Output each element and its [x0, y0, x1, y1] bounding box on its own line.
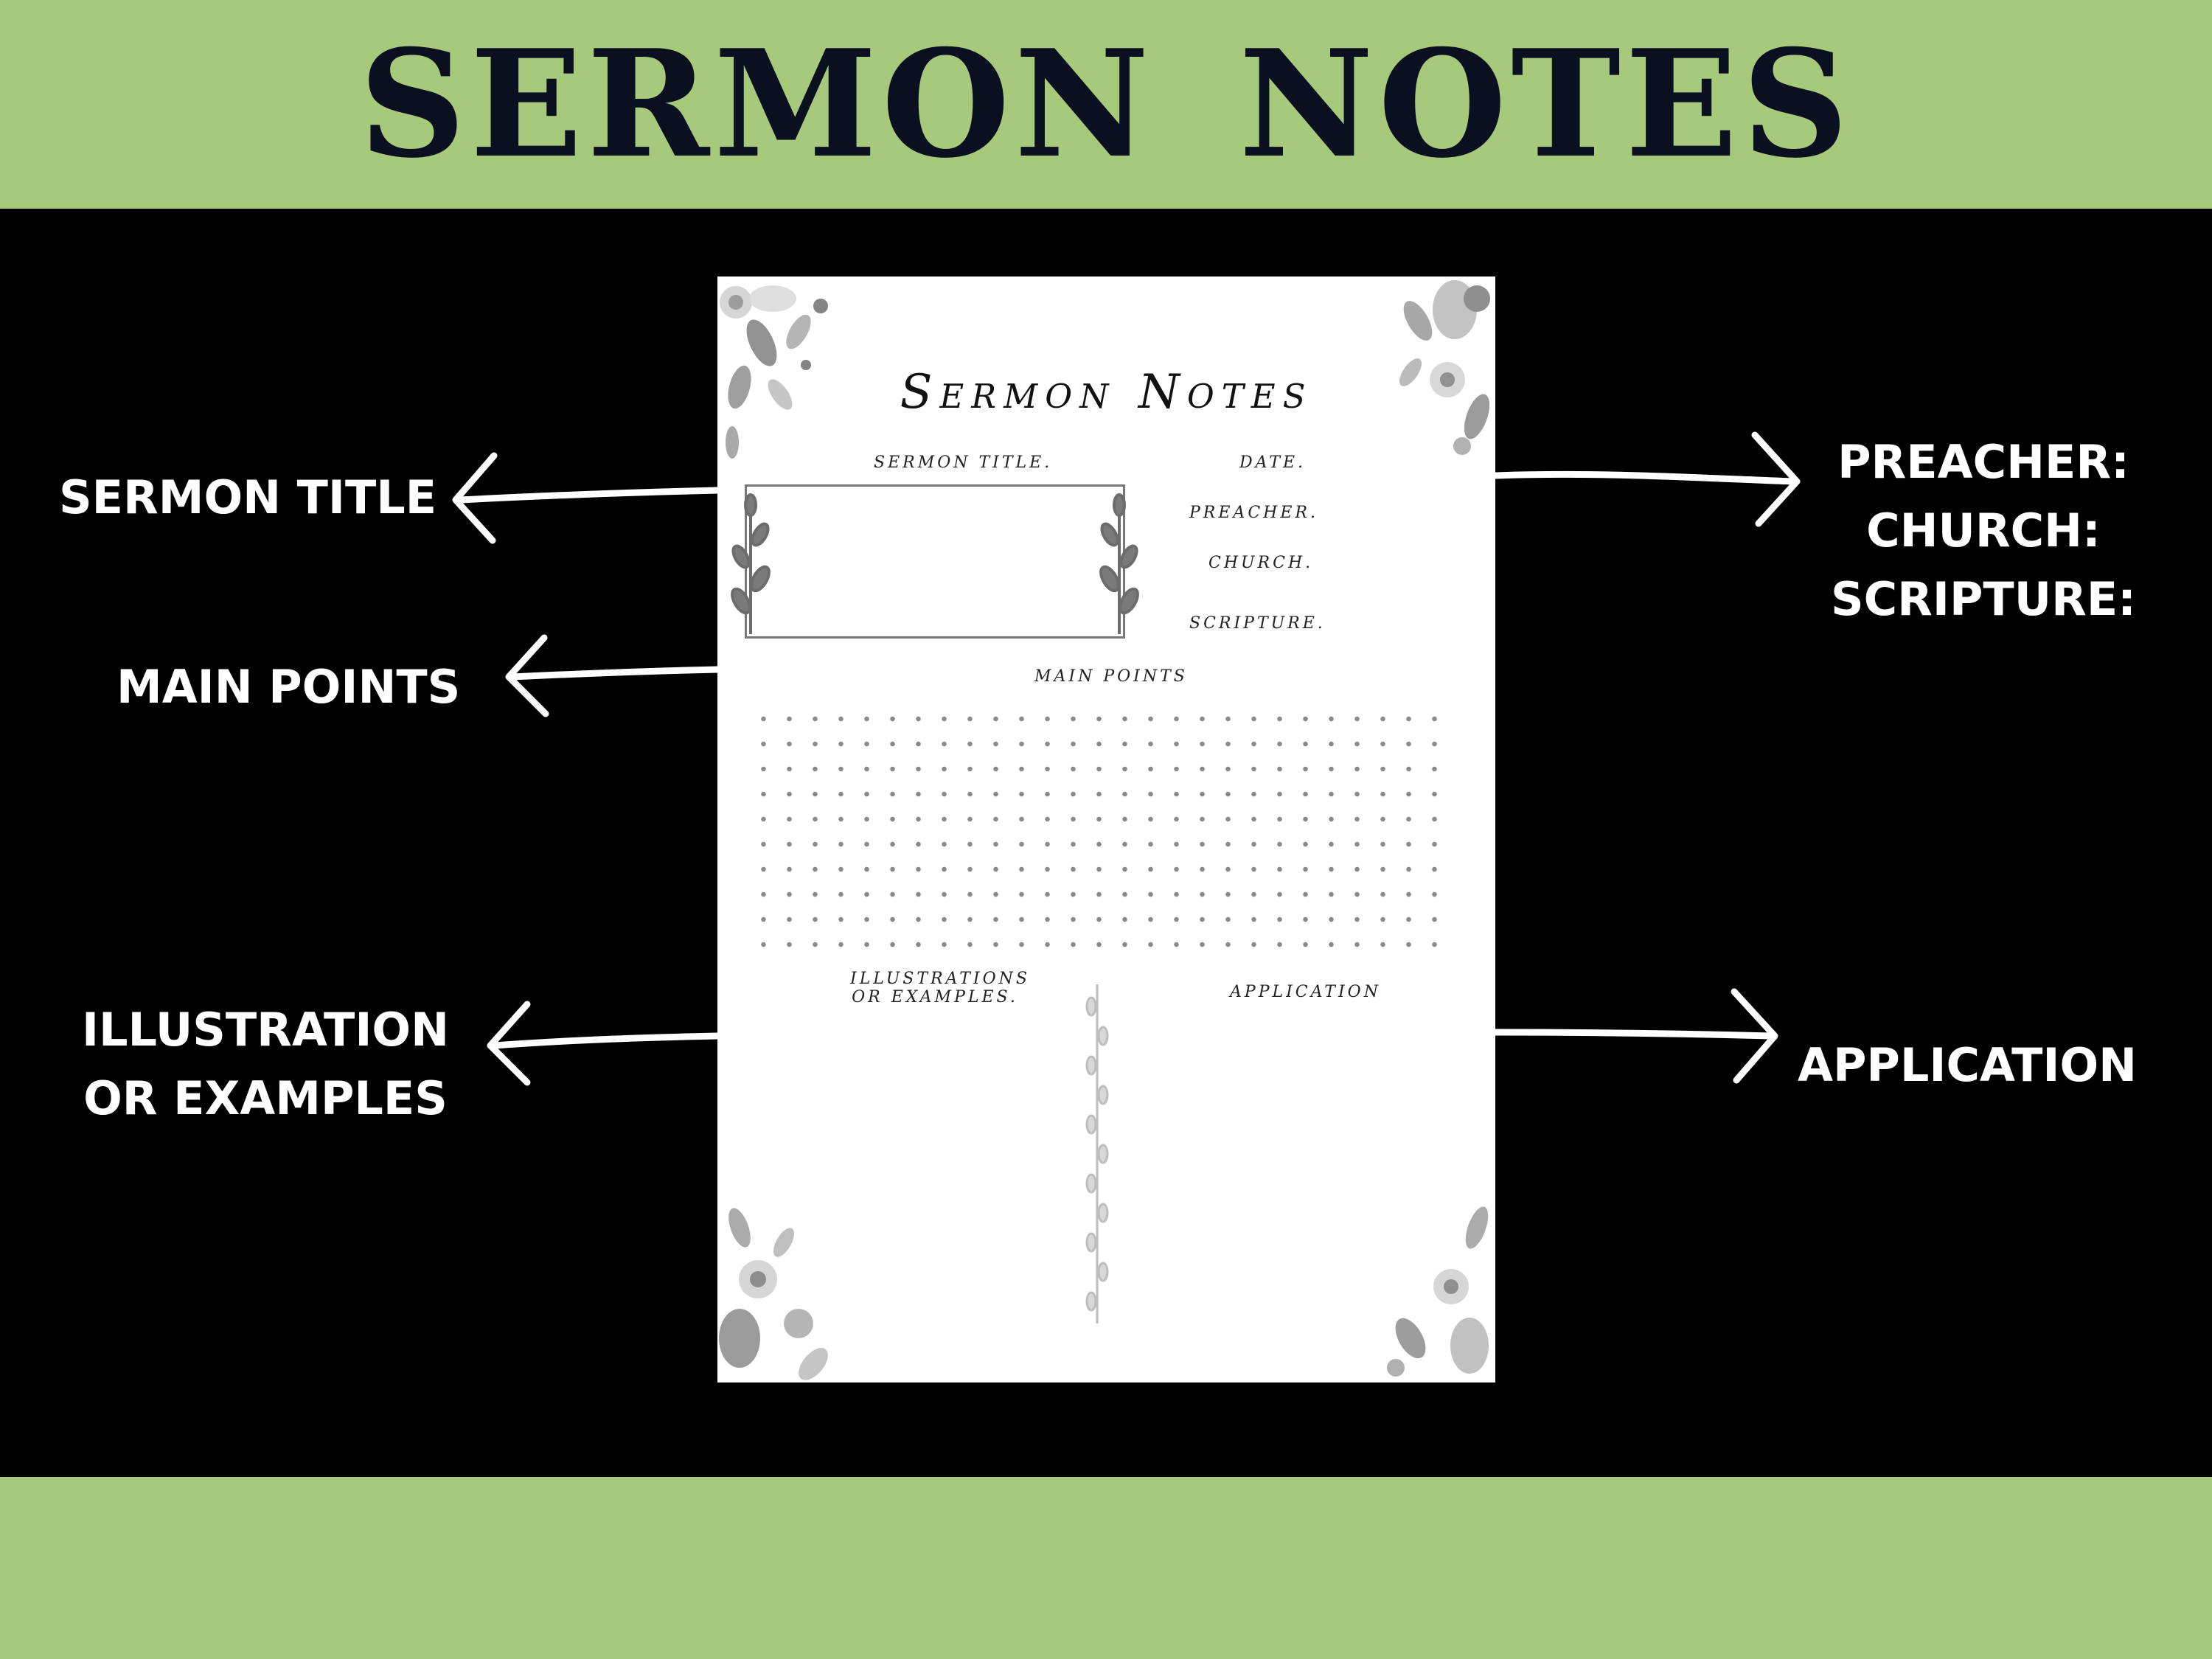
arrow-icon [1492, 431, 1801, 527]
worksheet-page: Sermon Notes SERMON TITLE. DATE. PREACHE… [717, 276, 1495, 1382]
callout-illustration-line2: OR EXAMPLES [83, 1071, 448, 1125]
leaf-sprig-icon [731, 493, 771, 634]
bottom-banner [0, 1477, 2212, 1659]
sermon-title-box[interactable] [745, 484, 1125, 639]
top-banner: SERMON NOTES [0, 0, 2212, 209]
label-date: DATE. [1239, 453, 1307, 472]
arrow-icon [452, 452, 721, 544]
arrow-icon [487, 1001, 721, 1086]
label-church: CHURCH. [1208, 554, 1314, 572]
label-illustrations-line2: OR EXAMPLES. [852, 988, 1018, 1006]
floral-icon [1387, 1206, 1489, 1377]
leaf-sprig-icon [1099, 493, 1139, 634]
callout-sermon-title: SERMON TITLE [59, 470, 437, 524]
callout-illustration: ILLUSTRATION OR EXAMPLES [74, 995, 457, 1133]
label-scripture: SCRIPTURE. [1189, 614, 1326, 633]
callout-details: PREACHER: CHURCH: SCRIPTURE: [1821, 428, 2146, 633]
callout-scripture: SCRIPTURE: [1831, 572, 2136, 626]
vine-divider-icon [1085, 984, 1109, 1324]
banner-title: SERMON NOTES [359, 17, 1853, 191]
label-illustrations-line1: ILLUSTRATIONS [850, 970, 1030, 988]
arrow-icon [1492, 988, 1778, 1084]
floral-icon [720, 285, 828, 459]
floral-icon [719, 1208, 828, 1380]
callout-preacher: PREACHER: [1837, 435, 2129, 489]
callout-illustration-line1: ILLUSTRATION [81, 1003, 450, 1057]
worksheet-title: Sermon Notes [900, 365, 1313, 420]
arrow-icon [505, 634, 721, 717]
callout-application: APPLICATION [1798, 1038, 2138, 1092]
callout-church: CHURCH: [1866, 504, 2101, 557]
label-illustrations: ILLUSTRATIONS OR EXAMPLES. [850, 970, 1030, 1006]
main-points-dot-grid[interactable] [751, 706, 1451, 1230]
label-application: APPLICATION [1230, 983, 1381, 1001]
callout-main-points: MAIN POINTS [116, 660, 461, 714]
label-main-points: MAIN POINTS [1034, 667, 1188, 686]
label-sermon-title: SERMON TITLE. [874, 453, 1053, 472]
label-preacher: PREACHER. [1189, 504, 1318, 522]
floral-icon [1399, 280, 1490, 455]
